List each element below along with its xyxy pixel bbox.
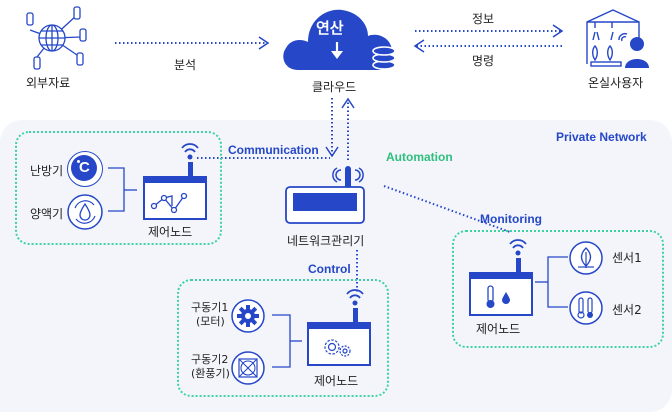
sensor2-label: 센서2 (612, 303, 642, 317)
info-label: 정보 (472, 12, 495, 26)
actuator2-label-line2: (환풍기) (191, 367, 230, 380)
cloud-title: 연산 (316, 19, 344, 37)
control-label: Control (308, 262, 351, 276)
thermometer-icon (569, 291, 603, 325)
actuator1-label-line2: (모터) (196, 315, 225, 328)
downlink-arrow-head (325, 146, 339, 158)
uplink-arrow-head (341, 97, 355, 109)
actuator1-label-line1: 구동기1 (191, 301, 229, 314)
external-data-label: 외부자료 (26, 76, 71, 90)
control-node-gears-icon (307, 289, 371, 366)
gear-icon (231, 299, 265, 333)
heater-label: 난방기 (30, 164, 64, 178)
cloud-icon (283, 9, 396, 70)
router-icon (285, 166, 365, 224)
monitoring-node-label: 제어노드 (476, 322, 521, 336)
actuator2-label-line1: 구동기2 (191, 353, 229, 366)
control-node-sensor-icon (469, 239, 533, 316)
heating-group (15, 131, 222, 245)
command-label: 명령 (472, 54, 495, 68)
command-arrow-head (413, 39, 425, 53)
leaf-icon (569, 241, 603, 275)
info-arrow-head (552, 24, 564, 38)
control-group (177, 279, 389, 397)
gateway-label: 네트워크관리기 (287, 234, 365, 248)
globe-network-icon (26, 6, 87, 70)
communication-label: Communication (228, 143, 319, 157)
sensor1-label: 센서1 (612, 251, 642, 265)
analysis-label: 분석 (174, 58, 197, 72)
greenhouse-user-label: 온실사용자 (588, 76, 644, 90)
monitoring-label: Monitoring (480, 212, 542, 226)
fan-icon (231, 351, 265, 385)
monitoring-group (452, 230, 664, 348)
private-network-title: Private Network (556, 130, 647, 144)
water-cycle-icon (67, 194, 103, 230)
heating-node-label: 제어노드 (148, 225, 193, 239)
analysis-arrow-head (258, 36, 270, 50)
celsius-icon: C (67, 151, 103, 187)
nutrient-label: 양액기 (30, 207, 64, 221)
control-node-chart-icon (143, 143, 207, 220)
greenhouse-user-icon (586, 9, 649, 68)
control-node-label: 제어노드 (314, 374, 359, 388)
automation-label: Automation (386, 150, 453, 164)
cloud-label: 클라우드 (312, 80, 357, 94)
